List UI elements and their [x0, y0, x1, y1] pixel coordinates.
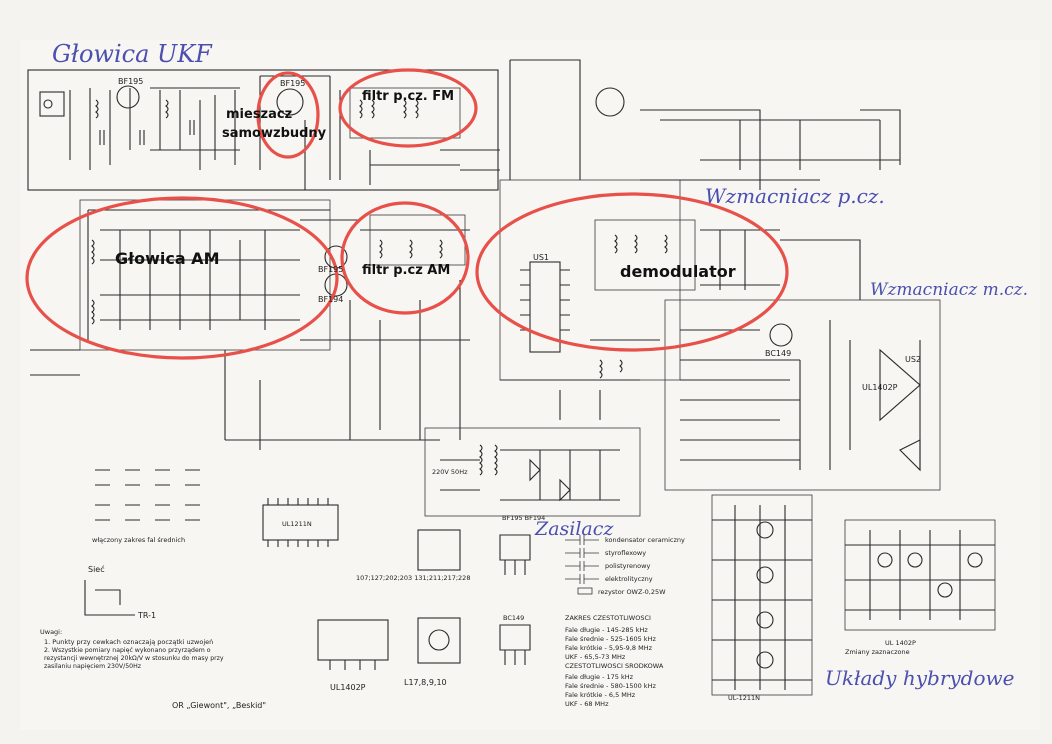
legend-item: elektrolityczny — [605, 575, 653, 583]
legend-item: kondensator ceramiczny — [605, 536, 685, 544]
legend-range: Fale średnie - 525-1605 kHz — [565, 635, 656, 643]
handwritten-if-amp: Wzmacniacz p.cz. — [705, 184, 885, 208]
transistor-label: BF195 — [280, 79, 305, 88]
power-supply-circuit — [424, 427, 641, 517]
label-ul1211n-hybrid: UL-1211N — [728, 694, 760, 702]
label-mains-voltage: 220V 50Hz — [432, 468, 468, 476]
transistor-label: BF194 — [318, 295, 343, 304]
note-2: 2. Wszystkie pomiary napięć wykonano prz… — [44, 647, 224, 670]
pinout-drawings — [84, 469, 531, 670]
label-mw-switch: włączony zakres fal średnich — [92, 536, 185, 544]
highlight-demodulator — [475, 192, 789, 352]
label-demodulator: demodulator — [620, 262, 736, 281]
transistor-label: BF195 — [118, 77, 143, 86]
legend-range-2: Fale krótkie - 6,5 MHz — [565, 691, 636, 699]
label-am-if-filter: filtr p.cz AM — [362, 263, 450, 278]
ic-label: US1 — [533, 253, 549, 262]
legend-range-2: Fale średnie - 580-1500 kHz — [565, 682, 656, 690]
am-tuner-circuit — [30, 199, 470, 450]
ic-label: UL1402P — [862, 383, 898, 392]
legend-range-2: UKF - 68 MHz — [565, 700, 609, 708]
label-mains: Sieć — [88, 564, 105, 574]
handwritten-power-supply: Zasilacz — [534, 518, 614, 540]
label-coil-numbers: 107;127;202;203 131;211;217;228 — [356, 574, 470, 582]
label-ul1211n-pinout: UL1211N — [282, 520, 312, 528]
label-mixer-line1: mieszacz — [226, 107, 292, 122]
highlight-am-tuner — [25, 196, 339, 360]
note-1: 1. Punkty przy cewkach oznaczają początk… — [44, 638, 213, 646]
legend-item: styroflexowy — [605, 549, 646, 557]
label-fm-if-filter: filtr p.cz. FM — [362, 89, 454, 104]
highlight-annotations — [25, 68, 789, 360]
label-coil-pinout: L17,8,9,10 — [404, 678, 447, 687]
legend-item: rezystor OWZ-0,25W — [598, 588, 666, 596]
component-legend-symbols — [565, 535, 599, 595]
notes-title: Uwagi: — [40, 628, 62, 636]
label-bc149-pinout: BC149 — [503, 614, 524, 622]
legend-title: ZAKRES CZESTOTLIWOSCI — [565, 614, 651, 622]
legend-item: polistyrenowy — [605, 562, 650, 570]
highlight-am-if-filter — [340, 201, 470, 315]
highlight-mixer — [256, 71, 320, 159]
handwritten-ukf: Głowica UKF — [52, 40, 213, 68]
audio-amplifier-circuit — [664, 239, 941, 491]
label-tx-types: BF195 BF194 — [502, 514, 545, 522]
if-demodulator-circuit — [499, 59, 901, 420]
transistor-label: BC149 — [765, 349, 791, 358]
legend-range: UKF - 65,5-73 MHz — [565, 653, 626, 661]
hybrid-circuit-ul1211n — [711, 494, 813, 696]
label-tr1: TR-1 — [137, 611, 156, 620]
legend-range-2: Fale długie - 175 kHz — [565, 673, 634, 681]
handwritten-hybrid: Układy hybrydowe — [825, 666, 1014, 690]
hybrid-circuit-ul1402p — [844, 519, 996, 631]
footer-model: OR „Giewont", „Beskid" — [172, 701, 266, 710]
transistor-label: BF195 — [318, 265, 343, 274]
label-ul1402p-pinout: UL1402P — [330, 683, 366, 692]
legend-range: Fale krótkie - 5,95-9,8 MHz — [565, 644, 653, 652]
highlight-fm-if-filter — [338, 68, 478, 148]
label-changes-marked: Zmiany zaznaczone — [845, 648, 910, 656]
label-mixer-line2: samowzbudny — [222, 126, 327, 141]
ic-label: US2 — [905, 355, 921, 364]
label-am-tuner: Głowica AM — [115, 249, 219, 268]
legend-title-2: CZESTOTLIWOSCI SRODKOWA — [565, 662, 664, 670]
label-ul1402p-hybrid: UL 1402P — [885, 639, 916, 647]
legend-range: Fale długie - 145-285 kHz — [565, 626, 648, 634]
handwritten-audio-amp: Wzmacniacz m.cz. — [870, 280, 1028, 300]
